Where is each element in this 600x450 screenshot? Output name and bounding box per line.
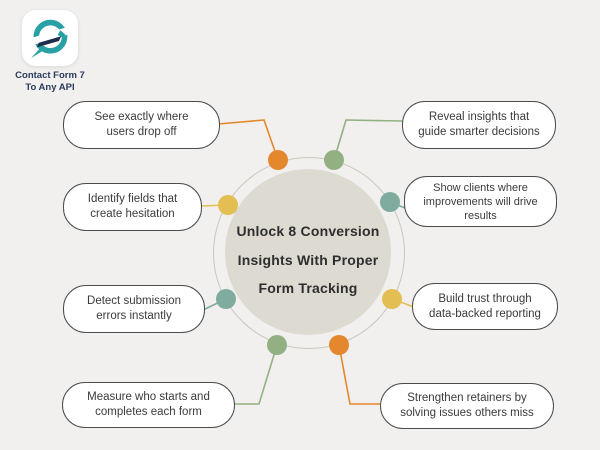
node-dot-orange-bottom-right bbox=[329, 335, 349, 355]
insight-text-line: guide smarter decisions bbox=[418, 126, 540, 138]
connector-top-right bbox=[333, 119, 403, 161]
brand-name-line-2: To Any API bbox=[25, 82, 75, 93]
insight-text-line: See exactly where bbox=[94, 111, 189, 123]
insight-box-identify-fields: Identify fields that create hesitation bbox=[63, 183, 202, 231]
insight-text-line: Show clients where bbox=[433, 181, 528, 194]
insight-box-build-trust: Build trust through data-backed reportin… bbox=[412, 283, 558, 330]
insight-box-detect-errors: Detect submission errors instantly bbox=[63, 285, 205, 333]
insight-text-line: completes each form bbox=[95, 406, 202, 418]
connector-bottom-left bbox=[233, 344, 278, 405]
brand-name-line-1: Contact Form 7 bbox=[15, 70, 85, 81]
connector-bottom-right bbox=[338, 344, 380, 405]
insight-box-strengthen-retainers: Strengthen retainers by solving issues o… bbox=[380, 383, 554, 429]
insight-text-line: Build trust through bbox=[438, 292, 532, 305]
central-title: Unlock 8 Conversion Insights With Proper… bbox=[236, 217, 379, 303]
brand-logo-tile bbox=[22, 10, 78, 66]
insight-text-line: improvements will drive bbox=[423, 195, 538, 208]
insight-text-line: results bbox=[464, 209, 497, 222]
insight-text-line: Identify fields that bbox=[87, 193, 178, 205]
cf7-to-any-api-logo-icon bbox=[26, 19, 74, 59]
insight-text-line: Detect submission bbox=[87, 295, 181, 307]
node-dot-teal-mid-upper-right bbox=[380, 192, 400, 212]
node-dot-yellow-mid-lower-right bbox=[382, 289, 402, 309]
brand-name: Contact Form 7 To Any API bbox=[0, 70, 100, 94]
central-title-line-3: Form Tracking bbox=[258, 280, 358, 297]
node-dot-yellow-mid-upper-left bbox=[218, 195, 238, 215]
insight-text-line: users drop off bbox=[106, 126, 177, 138]
insight-text-line: create hesitation bbox=[90, 208, 175, 220]
central-title-line-1: Unlock 8 Conversion bbox=[236, 223, 380, 240]
insight-text-line: errors instantly bbox=[96, 310, 172, 322]
insight-text-line: solving issues others miss bbox=[400, 407, 534, 419]
insight-box-see-drop-off: See exactly where users drop off bbox=[63, 101, 220, 149]
insight-text-line: Measure who starts and bbox=[87, 391, 210, 403]
node-dot-teal-mid-lower-left bbox=[216, 289, 236, 309]
central-circle: Unlock 8 Conversion Insights With Proper… bbox=[225, 169, 391, 335]
outer-ring bbox=[213, 157, 405, 349]
node-dot-orange-top-left bbox=[268, 150, 288, 170]
insight-text-line: Strengthen retainers by bbox=[407, 392, 527, 404]
insight-box-show-clients: Show clients where improvements will dri… bbox=[404, 176, 557, 227]
insight-text-line: Reveal insights that bbox=[428, 111, 530, 123]
connector-top-left bbox=[217, 119, 279, 161]
insight-box-reveal-insights: Reveal insights that guide smarter decis… bbox=[402, 101, 556, 149]
insight-text-line: data-backed reporting bbox=[429, 307, 541, 320]
insight-box-measure-completion: Measure who starts and completes each fo… bbox=[62, 382, 235, 428]
node-dot-green-bottom-left bbox=[267, 335, 287, 355]
central-title-line-2: Insights With Proper bbox=[237, 251, 379, 268]
node-dot-green-top-right bbox=[324, 150, 344, 170]
